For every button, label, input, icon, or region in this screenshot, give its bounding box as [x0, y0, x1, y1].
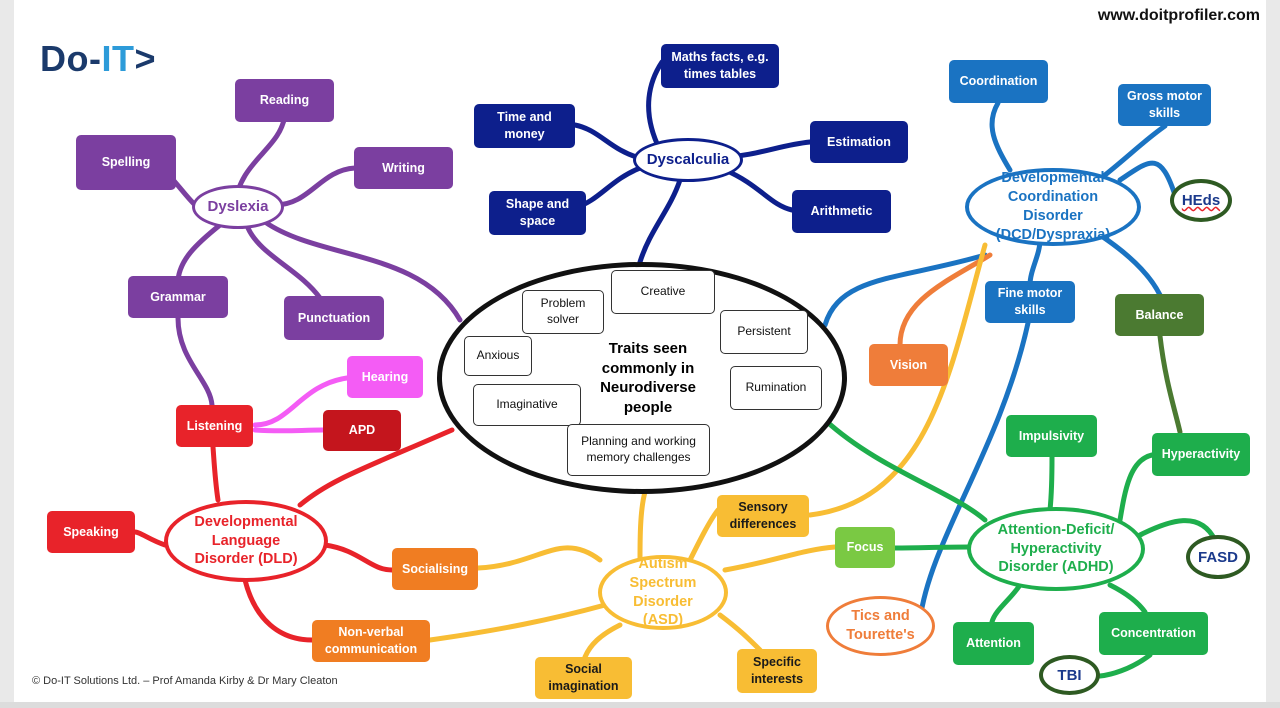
website-url[interactable]: www.doitprofiler.com: [1097, 7, 1260, 24]
fasd-ring: FASD: [1186, 535, 1250, 579]
link-asd-sensory: [687, 507, 721, 563]
link-dyslexia-grammar: [175, 222, 223, 283]
trait-creative: Creative: [611, 270, 715, 314]
do-it-logo: Do-IT>: [40, 38, 156, 80]
link-adhd-concentration: [1107, 582, 1148, 615]
tics-hub: Tics and Tourette's: [826, 596, 935, 656]
link-concentration-tbi: [1097, 652, 1153, 679]
link-adhd-hyperactivity: [1117, 452, 1155, 523]
logo-arrow: >: [134, 38, 157, 79]
copyright-footer: © Do-IT Solutions Ltd. – Prof Amanda Kir…: [32, 675, 338, 687]
node-estimation: Estimation: [810, 121, 908, 163]
link-dcd-vision: [897, 252, 993, 348]
link-dld-listening: [210, 444, 221, 503]
node-writing: Writing: [354, 147, 453, 189]
link-adhd-fasd: [1137, 518, 1218, 543]
logo-main: Do-: [40, 38, 102, 79]
link-listening-hearing: [252, 375, 350, 428]
asd-hub: Autism Spectrum Disorder (ASD): [598, 555, 728, 630]
left-margin: [0, 0, 14, 708]
link-dld-center: [297, 427, 455, 508]
logo-accent: IT: [101, 38, 135, 79]
link-asd-focus: [722, 544, 838, 573]
trait-persistent: Persistent: [720, 310, 808, 354]
node-balance: Balance: [1115, 294, 1204, 336]
link-dyscalculia-time: [572, 122, 643, 161]
link-asd-specific: [717, 612, 763, 653]
heds-ring: HEds: [1170, 179, 1232, 222]
dld-hub: Developmental Language Disorder (DLD): [164, 500, 328, 582]
node-socialising: Socialising: [392, 548, 478, 590]
trait-imaginative: Imaginative: [473, 384, 581, 426]
node-listening: Listening: [176, 405, 253, 447]
node-apd: APD: [323, 410, 401, 451]
link-adhd-center: [822, 417, 988, 523]
center-title: Traits seen commonly in Neurodiverse peo…: [600, 340, 696, 416]
adhd-hub: Attention-Deficit/ Hyperactivity Disorde…: [967, 507, 1145, 591]
link-dyslexia-center: [262, 219, 463, 323]
link-adhd-impulsivity: [1047, 454, 1055, 513]
node-time-money: Time and money: [474, 104, 575, 148]
trait-anxious: Anxious: [464, 336, 532, 376]
link-dcd-coordination: [989, 100, 1013, 173]
node-sensory: Sensory differences: [717, 495, 809, 537]
node-arithmetic: Arithmetic: [792, 190, 891, 233]
link-adhd-focus: [892, 544, 973, 551]
trait-problem-solver: Problem solver: [522, 290, 604, 334]
link-dyslexia-writing: [272, 165, 358, 208]
node-fine-motor: Fine motor skills: [985, 281, 1075, 323]
node-vision: Vision: [869, 344, 948, 386]
link-grammar-listening: [175, 315, 215, 408]
node-social-imagination: Social imagination: [535, 657, 632, 699]
dyscalculia-hub: Dyscalculia: [633, 138, 743, 182]
link-dcd-heds: [1117, 160, 1178, 198]
link-asd-center: [637, 489, 648, 563]
link-fine-tics: [917, 320, 1031, 623]
link-dcd-center: [822, 252, 988, 328]
right-margin: [1266, 0, 1280, 708]
link-balance-hyperactivity: [1157, 333, 1183, 435]
link-listening-apd: [252, 427, 326, 434]
node-focus: Focus: [835, 527, 895, 568]
node-gross-motor: Gross motor skills: [1118, 84, 1211, 126]
node-hearing: Hearing: [347, 356, 423, 398]
link-dld-socialising: [322, 542, 395, 573]
link-dcd-finemotor: [1027, 237, 1043, 288]
node-specific-interests: Specific interests: [737, 649, 817, 693]
link-dyscalculia-center: [637, 177, 683, 265]
node-spelling: Spelling: [76, 135, 176, 190]
node-hyperactivity: Hyperactivity: [1152, 433, 1250, 476]
node-shape-space: Shape and space: [489, 191, 586, 235]
tbi-ring: TBI: [1039, 655, 1100, 695]
link-dld-nonverbal: [242, 577, 315, 643]
dcd-hub: Developmental Coordination Disorder (DCD…: [965, 168, 1141, 246]
node-concentration: Concentration: [1099, 612, 1208, 655]
link-asd-socialising: [475, 545, 603, 571]
trait-rumination: Rumination: [730, 366, 822, 410]
node-speaking: Speaking: [47, 511, 135, 553]
dyslexia-hub: Dyslexia: [192, 185, 284, 229]
trait-planning-memory: Planning and working memory challenges: [567, 424, 710, 476]
bottom-margin: [0, 702, 1280, 708]
link-dyslexia-punctuation: [245, 225, 323, 301]
link-dcd-sensory: [807, 242, 988, 518]
link-dld-speaking: [132, 529, 168, 548]
node-attention: Attention: [953, 622, 1034, 665]
link-dyscalculia-arithmetic: [722, 167, 795, 213]
node-impulsivity: Impulsivity: [1006, 415, 1097, 457]
node-punctuation: Punctuation: [284, 296, 384, 340]
node-non-verbal: Non-verbal communication: [312, 620, 430, 662]
link-adhd-attention: [989, 582, 1023, 625]
node-coordination: Coordination: [949, 60, 1048, 103]
node-maths-facts: Maths facts, e.g. times tables: [661, 44, 779, 88]
link-dyscalculia-maths: [646, 59, 665, 153]
link-asd-nonverbal: [427, 602, 608, 643]
node-grammar: Grammar: [128, 276, 228, 318]
node-reading: Reading: [235, 79, 334, 122]
